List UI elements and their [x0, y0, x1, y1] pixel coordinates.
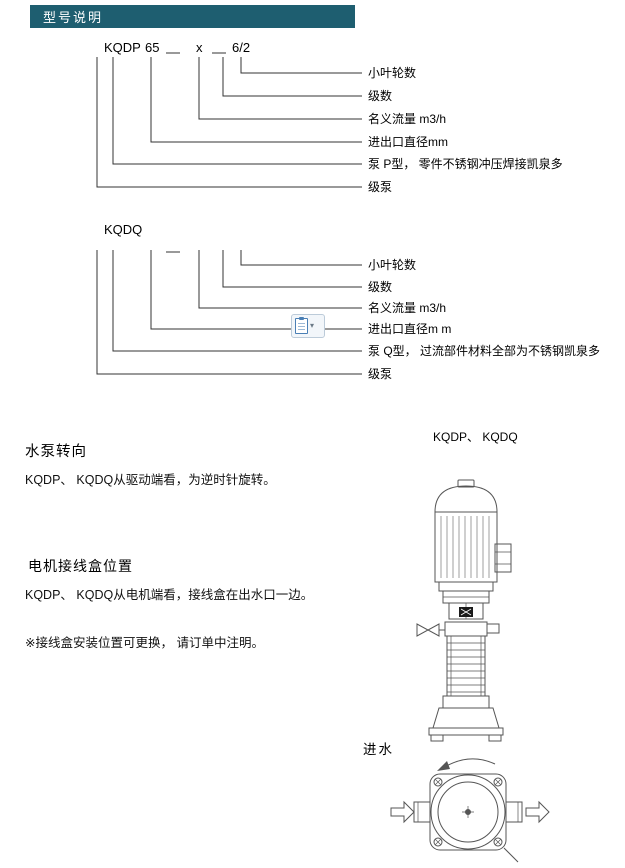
model-code-diameter-1: 65 [145, 40, 160, 55]
diagram-label: 泵 Q型， 过流部件材料全部为不锈钢凯泉多 [368, 344, 601, 358]
clipboard-icon [295, 317, 308, 334]
page-title: 型号说明 [43, 10, 104, 25]
diagram-label: 级泵 [368, 367, 393, 381]
model-code-flow-1: x [196, 40, 203, 55]
diagram-label: 进出口直径m m [368, 322, 452, 336]
diagram-label: 小叶轮数 [368, 258, 417, 272]
paste-options-button[interactable]: ▾ [291, 314, 325, 338]
drawing-caption: KQDP、 KQDQ [433, 430, 518, 444]
diagram-label: 名义流量 m3/h [368, 301, 447, 315]
junction-note: ※接线盒安装位置可更换， 请订单中注明。 [25, 636, 264, 650]
diagram-label: 泵 P型， 零件不锈钢冲压焊接凯泉多 [368, 157, 563, 171]
page-header: 型号说明 [30, 5, 355, 28]
pump-top-view-drawing [390, 758, 550, 863]
pump-side-view-drawing [416, 479, 512, 742]
model-code-series-1: KQDP [104, 40, 141, 55]
diagram-label: 级数 [368, 280, 393, 294]
inlet-label: 进水 [363, 742, 394, 757]
rotation-body: KQDP、 KQDQ从驱动端看，为逆时针旋转。 [25, 473, 276, 487]
junction-title: 电机接线盒位置 [28, 558, 133, 574]
diagram-label: 级泵 [368, 180, 393, 194]
junction-body: KQDP、 KQDQ从电机端看，接线盒在出水口一边。 [25, 588, 314, 602]
diagram-label: 小叶轮数 [368, 66, 417, 80]
chevron-down-icon: ▾ [310, 321, 315, 330]
diagram-label: 进出口直径mm [368, 135, 448, 149]
diagram-label: 级数 [368, 89, 393, 103]
model-code-stages-1: 6/2 [232, 40, 251, 55]
diagram-label: 名义流量 m3/h [368, 112, 447, 126]
model-code-series-2: KQDQ [104, 222, 143, 237]
rotation-title: 水泵转向 [25, 444, 87, 460]
